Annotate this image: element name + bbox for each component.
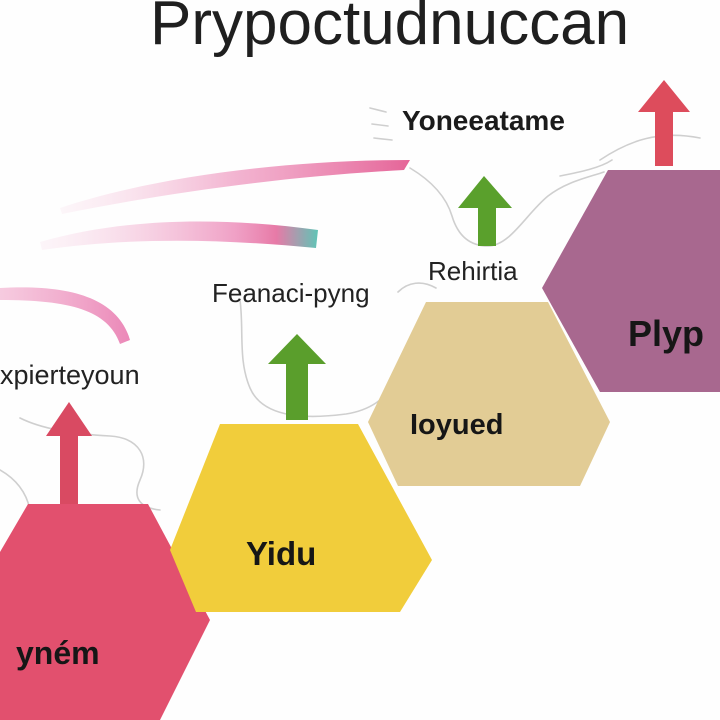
swoosh-upper (60, 160, 410, 214)
green-arrow-top (458, 176, 512, 246)
node-purple-label: Plyp (628, 313, 704, 354)
diagram-title: Prypoctudnuccan (150, 0, 629, 58)
red-arrow-top (638, 80, 690, 166)
label-upper-mid: Rehirtia (428, 256, 518, 286)
node-pink (0, 504, 210, 720)
connector-mid (239, 282, 437, 418)
node-yellow-label: Yidu (246, 535, 316, 572)
label-mid: Feanaci-pyng (212, 278, 370, 308)
node-yellow (170, 424, 432, 612)
swoosh-lower (0, 287, 130, 344)
green-arrow-mid (268, 334, 326, 420)
label-top: Yoneeatame (402, 105, 565, 136)
node-tan-label: Ιoyued (410, 409, 503, 441)
connector-top-right (559, 134, 701, 177)
swoosh-middle (40, 221, 318, 250)
node-pink-label: yném (16, 635, 100, 671)
label-left: xpierteyoun (0, 360, 140, 390)
pink-arrow (46, 402, 92, 504)
tick-marks-top (369, 107, 393, 141)
node-purple (542, 170, 720, 392)
node-tan (368, 302, 610, 486)
